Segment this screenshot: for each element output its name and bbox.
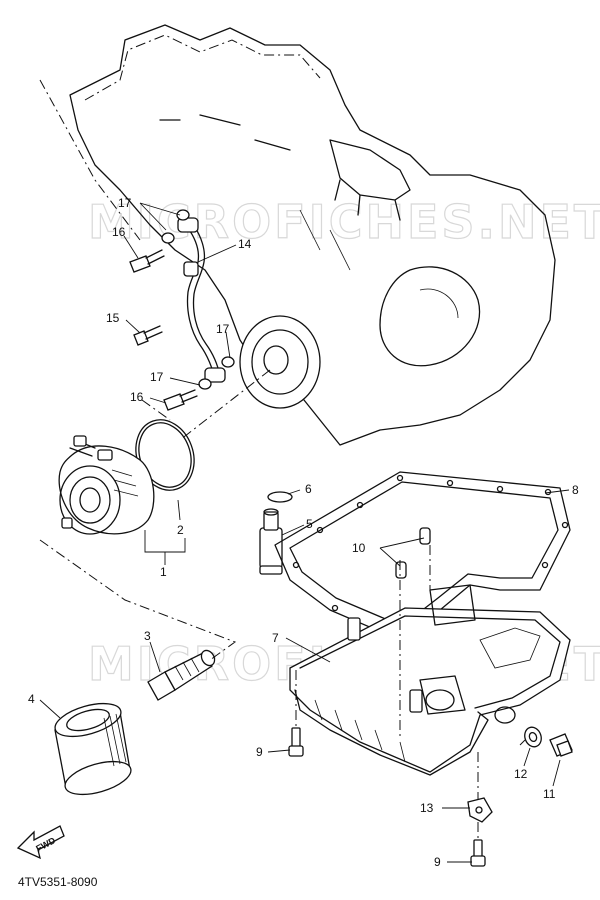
callout-14: 14 — [238, 237, 252, 251]
callout-16-lower: 16 — [130, 390, 144, 404]
dowel-pins — [395, 527, 431, 579]
callout-2: 2 — [177, 523, 184, 537]
oil-pipe — [177, 217, 226, 383]
callout-17-lower: 17 — [150, 370, 164, 384]
callout-12: 12 — [514, 767, 528, 781]
pan-clamp — [467, 797, 493, 823]
drain-washer — [524, 726, 542, 748]
callout-11: 11 — [543, 787, 556, 801]
callout-7: 7 — [272, 631, 279, 645]
cooler-mount-boss — [239, 315, 321, 409]
oil-pipe-nipple — [147, 649, 216, 701]
callout-17-upper: 17 — [118, 196, 132, 210]
engine-block — [69, 24, 556, 446]
oil-filter — [54, 702, 132, 796]
callout-16-upper: 16 — [112, 225, 126, 239]
callout-10: 10 — [352, 541, 366, 555]
callout-8: 8 — [572, 483, 579, 497]
pan-bolt-lower — [470, 839, 486, 867]
callout-1: 1 — [160, 565, 167, 579]
washers-and-bolts-upper — [129, 209, 235, 411]
seal-ring — [267, 491, 293, 503]
assembly-lines — [39, 79, 526, 840]
callout-5: 5 — [306, 517, 313, 531]
callout-17-middle: 17 — [216, 322, 230, 336]
callout-3: 3 — [144, 629, 151, 643]
callout-15: 15 — [106, 311, 120, 325]
callout-labels: 1 2 3 4 5 6 7 8 9 9 10 11 12 13 14 15 16… — [28, 196, 579, 869]
callout-4: 4 — [28, 692, 35, 706]
callout-9-lower: 9 — [434, 855, 441, 869]
gasket-bolt-holes — [292, 474, 569, 639]
callout-6: 6 — [305, 482, 312, 496]
relief-valve — [259, 508, 283, 575]
oil-pan — [289, 584, 571, 776]
drain-bolt — [549, 733, 573, 757]
pan-bolt-upper — [288, 727, 304, 757]
callout-9-upper: 9 — [256, 745, 263, 759]
callout-13: 13 — [420, 801, 434, 815]
fwd-arrow-icon: FWD — [16, 825, 65, 860]
oil-cooler — [58, 435, 155, 535]
leader-lines — [39, 202, 570, 863]
drawing-code: 4TV5351-8090 — [18, 875, 98, 889]
oil-pan-gasket — [274, 471, 571, 641]
